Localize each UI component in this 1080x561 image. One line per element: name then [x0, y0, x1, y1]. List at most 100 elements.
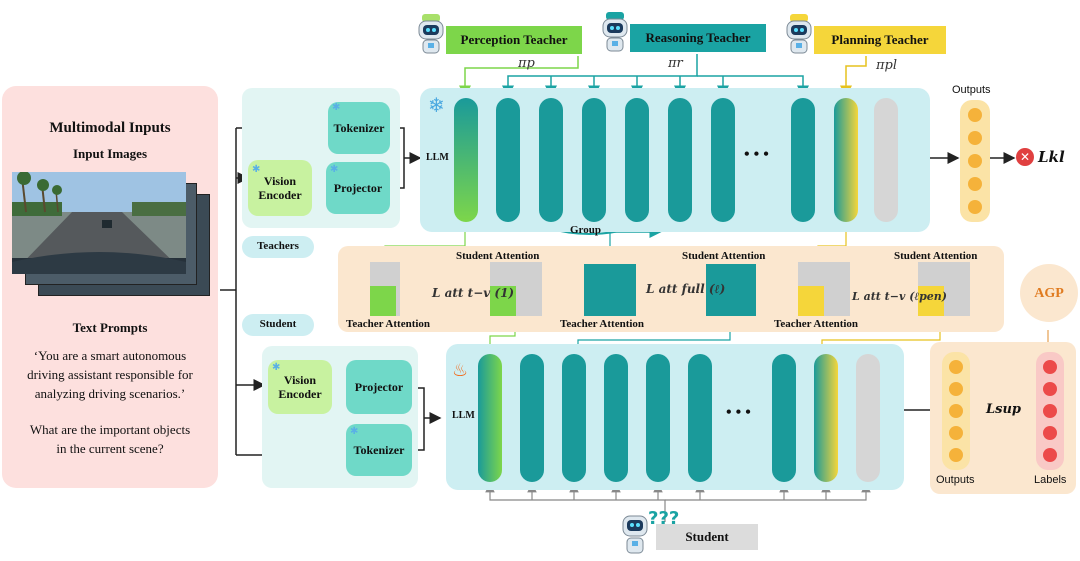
input-image-stack — [12, 172, 212, 296]
teacher-output-dot-2 — [968, 131, 982, 145]
snowflake-dot-1: ✱ — [332, 102, 341, 113]
question-line-1: What are the important objects — [29, 422, 191, 437]
planning-teacher-label: Planning Teacher — [814, 26, 946, 54]
question-marks: ??? — [648, 508, 680, 529]
reasoning-teacher-label: Reasoning Teacher — [630, 24, 766, 52]
loss-full: L att full (ℓ) — [646, 282, 725, 297]
student-vision-encoder-box: Vision Encoder — [268, 360, 332, 414]
student-attn-map-2 — [706, 264, 756, 316]
label-dot-5 — [1043, 448, 1057, 462]
label-dot-4 — [1043, 426, 1057, 440]
student-label: Student — [656, 524, 758, 550]
student-layer-2 — [520, 354, 544, 482]
student-output-dot-5 — [949, 448, 963, 462]
label-dot-1 — [1043, 360, 1057, 374]
snowflake-icon: ❄ — [428, 95, 445, 117]
student-output-dot-3 — [949, 404, 963, 418]
student-ellipsis: • • • — [726, 404, 751, 421]
agp-circle — [1020, 264, 1078, 322]
student-attn-highlight-1 — [490, 286, 516, 316]
student-snow-dot-2: ✱ — [350, 426, 359, 437]
reasoning-robot-icon — [600, 10, 630, 54]
loss-tv-1: L att t−v (1) — [432, 286, 514, 300]
loss-full-text: L att full (ℓ) — [646, 282, 726, 296]
kl-error-icon: ✕ — [1016, 148, 1034, 166]
student-vision-encoder-label: Vision Encoder — [278, 372, 322, 401]
perception-robot-icon — [416, 12, 446, 56]
kl-loss-label: Lkl — [1038, 148, 1065, 166]
student-output-dot-4 — [949, 426, 963, 440]
teacher-layer-2 — [496, 98, 520, 222]
pi-pl-label: πpl — [876, 58, 898, 73]
inputs-title: Multimodal Inputs — [49, 120, 171, 136]
teacher-layer-10 — [874, 98, 898, 222]
question-line-2: in the current scene? — [56, 441, 164, 456]
teacher-layer-7 — [711, 98, 735, 222]
student-attn-label-3: Student Attention — [894, 250, 978, 262]
student-layer-4 — [604, 354, 628, 482]
teacher-layer-9 — [834, 98, 858, 222]
student-outputs-label: Outputs — [936, 474, 975, 486]
teacher-layer-5 — [625, 98, 649, 222]
student-layer-9 — [856, 354, 880, 482]
student-output-dot-2 — [949, 382, 963, 396]
planning-robot-icon — [784, 12, 814, 56]
loss-tv-1-text: L att t−v (1) — [432, 286, 515, 300]
teacher-tokenizer-box: Tokenizer — [328, 102, 390, 154]
student-output-dot-1 — [949, 360, 963, 374]
teacher-layer-6 — [668, 98, 692, 222]
teachers-tag: Teachers — [242, 236, 314, 258]
teacher-layer-1 — [454, 98, 478, 222]
teacher-output-dot-5 — [968, 200, 982, 214]
pi-p-label: πp — [518, 56, 535, 71]
teacher-attn-highlight-1 — [370, 286, 396, 316]
teacher-attn-label-1: Teacher Attention — [346, 318, 431, 330]
student-layer-3 — [562, 354, 586, 482]
teacher-vision-encoder-label: Vision Encoder — [258, 173, 302, 202]
teacher-attn-label-3: Teacher Attention — [774, 318, 859, 330]
snowflake-dot-3: ✱ — [330, 164, 339, 175]
labels-label: Labels — [1034, 474, 1067, 486]
teacher-attn-map-2 — [584, 264, 636, 316]
student-layer-5 — [646, 354, 670, 482]
teacher-layer-4 — [582, 98, 606, 222]
text-prompts-title: Text Prompts — [72, 320, 148, 335]
fire-icon: ♨ — [452, 360, 469, 381]
sup-loss-label: Lsup — [986, 402, 1022, 417]
student-layer-7 — [772, 354, 796, 482]
teacher-layer-8 — [791, 98, 815, 222]
prompt-line-3: analyzing driving scenarios.’ — [34, 386, 186, 401]
pi-r-label: πr — [668, 56, 683, 71]
teacher-attn-highlight-3 — [798, 286, 824, 316]
student-snow-dot-1: ✱ — [272, 362, 281, 373]
loss-tv-pen-text: L att t−v (ℓpen) — [852, 290, 947, 303]
loss-tv-pen: L att t−v (ℓpen) — [852, 290, 947, 303]
input-images-title: Input Images — [72, 146, 148, 161]
student-llm-label: LLM — [452, 410, 475, 421]
student-tokenizer-box: Tokenizer — [346, 424, 412, 476]
student-layer-1 — [478, 354, 502, 482]
teacher-outputs-label: Outputs — [952, 84, 991, 96]
teacher-attn-label-2: Teacher Attention — [560, 318, 645, 330]
perception-teacher-label: Perception Teacher — [446, 26, 582, 54]
attention-panel — [338, 246, 1004, 332]
student-layer-8 — [814, 354, 838, 482]
label-dot-3 — [1043, 404, 1057, 418]
teacher-llm-label: LLM — [426, 152, 449, 163]
prompt-line-1: ‘You are a smart autonomous — [33, 348, 187, 363]
student-tag: Student — [242, 314, 314, 336]
student-attn-label-1: Student Attention — [456, 250, 540, 262]
teacher-output-dot-3 — [968, 154, 982, 168]
teacher-ellipsis: • • • — [744, 146, 769, 163]
teacher-output-dot-1 — [968, 108, 982, 122]
teacher-vision-encoder-box: Vision Encoder — [248, 160, 312, 216]
label-dot-2 — [1043, 382, 1057, 396]
group-label: Group — [570, 224, 601, 236]
student-attn-label-2: Student Attention — [682, 250, 766, 262]
teacher-layer-3 — [539, 98, 563, 222]
snowflake-dot-2: ✱ — [252, 164, 261, 175]
teacher-output-dot-4 — [968, 177, 982, 191]
student-robot-icon — [620, 512, 650, 556]
input-image-front — [12, 172, 186, 274]
prompt-line-2: driving assistant responsible for — [27, 367, 193, 382]
